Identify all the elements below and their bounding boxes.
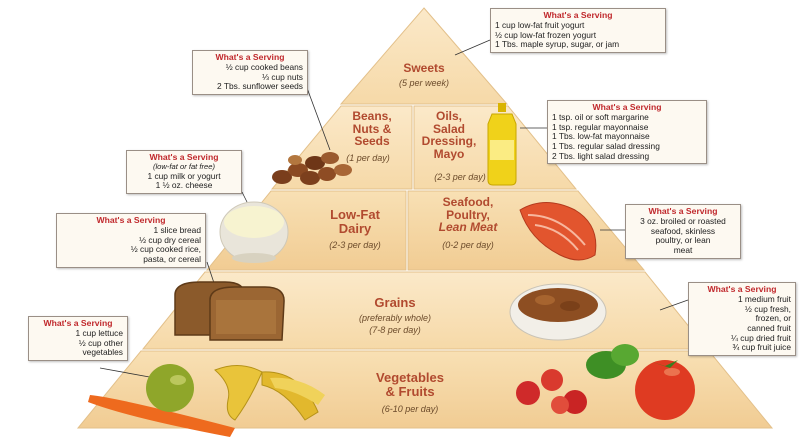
tier-freq-dairy: (2-3 per day) bbox=[329, 240, 381, 250]
vegetables-line-2: & Fruits bbox=[385, 383, 435, 399]
callout-title: What's a Serving bbox=[543, 10, 613, 20]
serving-callout-dairy: What's a Serving (low-fat or fat free) 1… bbox=[126, 150, 242, 194]
dairy-line-2: Dairy bbox=[338, 220, 372, 236]
tomato-image bbox=[635, 360, 695, 420]
bread-image bbox=[174, 281, 285, 341]
serving-callout-fruits: What's a Serving 1 medium fruit ½ cup fr… bbox=[688, 282, 796, 356]
callout-line: 3 oz. broiled or roasted bbox=[640, 215, 726, 226]
serving-callout-vegetables: What's a Serving 1 cup lettuce ½ cup oth… bbox=[28, 316, 128, 361]
serving-callout-oils: What's a Serving 1 tsp. oil or soft marg… bbox=[547, 100, 707, 165]
callout-line: 1 tsp. regular mayonnaise bbox=[552, 121, 649, 132]
vegetables-line-1: Vegetables bbox=[376, 370, 444, 385]
callout-line: 1 cup milk or yogurt bbox=[147, 170, 221, 181]
callout-line: 1 Tbs. regular salad dressing bbox=[552, 140, 660, 151]
tier-freq-oils: (2-3 per day) bbox=[434, 172, 486, 182]
callout-title: What's a Serving bbox=[648, 206, 718, 216]
callout-title: What's a Serving bbox=[215, 52, 285, 62]
oils-line-1: Oils, bbox=[435, 109, 462, 123]
serving-callout-beans: What's a Serving ½ cup cooked beans ⅓ cu… bbox=[192, 50, 308, 95]
callout-line: 2 Tbs. light salad dressing bbox=[552, 150, 650, 161]
callout-line: frozen, or bbox=[755, 313, 791, 324]
serving-callout-grains: What's a Serving 1 slice bread ½ cup dry… bbox=[56, 213, 206, 268]
beans-line-3: Seeds bbox=[354, 134, 390, 149]
dairy-line-1: Low-Fat bbox=[330, 207, 380, 222]
peppers-image bbox=[586, 344, 639, 379]
callout-line: 1 ½ oz. cheese bbox=[155, 180, 213, 191]
seafood-line-2: Poultry, bbox=[446, 207, 490, 222]
callout-line: ½ cup cooked beans bbox=[225, 61, 303, 72]
tier-label-oils: Oils, Salad Dressing, Mayo bbox=[416, 110, 482, 160]
callout-line: 1 Tbs. low-fat mayonnaise bbox=[552, 131, 650, 142]
callout-line: canned fruit bbox=[747, 322, 791, 333]
tier-label-seafood: Seafood, Poultry, Lean Meat bbox=[418, 196, 518, 234]
seafood-line-3: Lean Meat bbox=[438, 220, 498, 235]
beans-line-2: Nuts & bbox=[352, 121, 392, 136]
apple-image bbox=[146, 364, 194, 412]
oils-line-3: Dressing, bbox=[421, 134, 477, 149]
carrot-image bbox=[88, 395, 235, 437]
callout-line: pasta, or cereal bbox=[143, 253, 201, 264]
callout-line: ½ cup dry cereal bbox=[139, 234, 201, 245]
tier-label-vegetables: Vegetables & Fruits bbox=[350, 371, 470, 398]
callout-line: 1 cup low-fat fruit yogurt bbox=[495, 19, 585, 30]
oils-line-4: Mayo bbox=[433, 146, 465, 161]
tier-freq-grains: (7-8 per day) bbox=[369, 325, 421, 335]
callout-line: ¾ cup fruit juice bbox=[732, 342, 791, 353]
callout-line: ½ cup cooked rice, bbox=[130, 244, 201, 255]
callout-line: 1 medium fruit bbox=[737, 293, 791, 304]
callout-line: 1 slice bread bbox=[153, 224, 202, 235]
callout-title: What's a Serving bbox=[43, 318, 113, 328]
strawberries-image bbox=[516, 369, 587, 414]
beans-line-1: Beans, bbox=[352, 109, 392, 123]
serving-callout-sweets: What's a Serving 1 cup low-fat fruit yog… bbox=[490, 8, 666, 53]
tier-freq-sweets: (5 per week) bbox=[398, 78, 450, 88]
tier-label-sweets: Sweets bbox=[403, 61, 445, 75]
oils-line-2: Salad bbox=[432, 121, 465, 136]
callout-line: ¼ cup dried fruit bbox=[730, 332, 791, 343]
callout-line: 1 cup lettuce bbox=[75, 327, 124, 338]
cereal-bowl-image bbox=[509, 283, 607, 341]
seafood-line-1: Seafood, bbox=[442, 195, 494, 209]
callout-line: (low-fat or fat free) bbox=[152, 161, 216, 171]
callout-line: ½ cup low-fat frozen yogurt bbox=[495, 29, 597, 40]
callout-line: 1 tsp. oil or soft margarine bbox=[552, 111, 649, 122]
callout-title: What's a Serving bbox=[96, 215, 166, 225]
callout-line: vegetables bbox=[82, 347, 123, 358]
callout-line: 2 Tbs. sunflower seeds bbox=[217, 81, 303, 92]
callout-line: ⅓ cup nuts bbox=[262, 71, 303, 82]
tier-freq-beans: (1 per day) bbox=[346, 153, 390, 163]
tier-freq-vegetables: (6-10 per day) bbox=[381, 404, 439, 414]
tier-label-dairy: Low-Fat Dairy bbox=[310, 208, 400, 235]
callout-line: meat bbox=[673, 244, 693, 255]
oil-bottle-image bbox=[487, 103, 517, 186]
tier-label-grains: Grains bbox=[374, 295, 416, 310]
tier-note-grains: (preferably whole) bbox=[358, 313, 432, 323]
callout-title: What's a Serving bbox=[149, 152, 219, 162]
callout-line: seafood, skinless bbox=[650, 225, 716, 236]
tier-sweets bbox=[339, 7, 509, 105]
nuts-image bbox=[272, 152, 352, 185]
tier-label-beans: Beans, Nuts & Seeds bbox=[340, 110, 404, 148]
callout-line: poultry, or lean bbox=[655, 235, 711, 246]
callout-title: What's a Serving bbox=[592, 102, 662, 112]
salmon-image bbox=[519, 202, 597, 261]
callout-line: 1 Tbs. maple syrup, sugar, or jam bbox=[495, 39, 620, 50]
callout-line: ½ cup fresh, bbox=[744, 303, 791, 314]
yogurt-bowl-image bbox=[219, 201, 289, 263]
banana-image bbox=[214, 365, 325, 421]
tier-freq-seafood: (0-2 per day) bbox=[442, 240, 494, 250]
serving-callout-seafood: What's a Serving 3 oz. broiled or roaste… bbox=[625, 204, 741, 259]
callout-title: What's a Serving bbox=[707, 284, 777, 294]
callout-line: ½ cup other bbox=[78, 337, 123, 348]
